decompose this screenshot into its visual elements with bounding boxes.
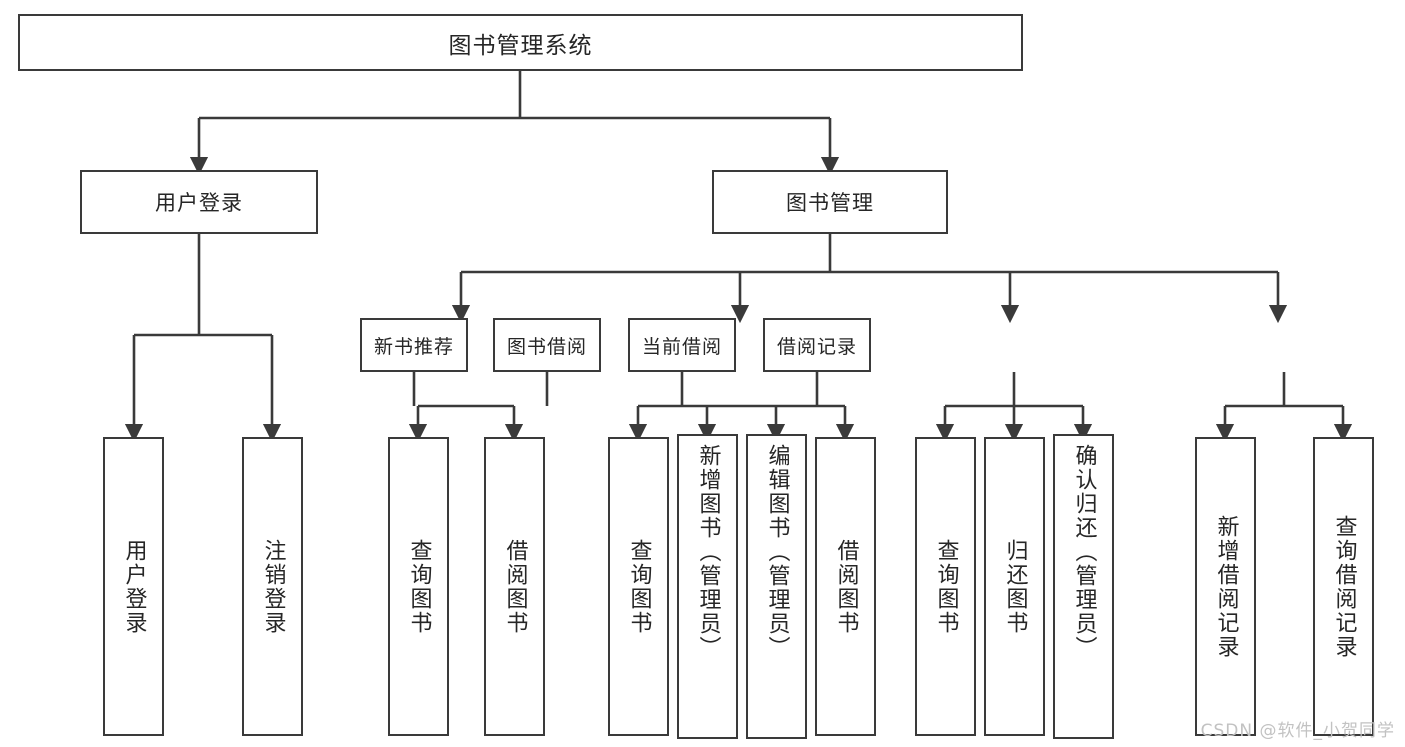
leaf-confirm-return-admin[interactable]: 确认归还（管理员） [1053, 434, 1114, 739]
leaf-query-book-recommend[interactable]: 查询图书 [388, 437, 449, 736]
leaf-query-borrow-record[interactable]: 查询借阅记录 [1313, 437, 1374, 736]
node-root-system[interactable]: 图书管理系统 [18, 14, 1023, 71]
node-new-book-recommend[interactable]: 新书推荐 [360, 318, 468, 372]
node-label: 归还图书 [1002, 538, 1028, 635]
leaf-add-book-admin[interactable]: 新增图书（管理员） [677, 434, 738, 739]
node-label: 用户登录 [155, 191, 243, 215]
node-label: 查询图书 [933, 538, 959, 635]
leaf-user-login[interactable]: 用户登录 [103, 437, 164, 736]
node-label: 图书借阅 [506, 335, 587, 358]
node-label: 注销登录 [260, 538, 286, 635]
node-label: 当前借阅 [641, 335, 722, 358]
node-label: 新书推荐 [373, 335, 454, 358]
node-label: 查询借阅记录 [1331, 514, 1357, 659]
leaf-query-book-borrow[interactable]: 查询图书 [608, 437, 669, 736]
node-book-management[interactable]: 图书管理 [712, 170, 948, 234]
leaf-borrow-book-recommend[interactable]: 借阅图书 [484, 437, 545, 736]
csdn-watermark: CSDN @软件_小贺同学 [1200, 721, 1395, 741]
leaf-query-book-current[interactable]: 查询图书 [915, 437, 976, 736]
leaf-add-borrow-record[interactable]: 新增借阅记录 [1195, 437, 1256, 736]
node-book-borrow[interactable]: 图书借阅 [493, 318, 601, 372]
node-label: 确认归还（管理员） [1071, 444, 1097, 660]
node-label: 查询图书 [626, 538, 652, 635]
node-label: 新增借阅记录 [1213, 514, 1239, 659]
node-label: 借阅图书 [502, 538, 528, 635]
leaf-edit-book-admin[interactable]: 编辑图书（管理员） [746, 434, 807, 739]
node-label: 图书管理 [786, 191, 874, 215]
node-label: 编辑图书（管理员） [764, 444, 790, 660]
node-label: 借阅记录 [776, 335, 857, 358]
node-user-login[interactable]: 用户登录 [80, 170, 318, 234]
leaf-logout[interactable]: 注销登录 [242, 437, 303, 736]
node-current-borrow[interactable]: 当前借阅 [628, 318, 736, 372]
node-label: 用户登录 [121, 538, 147, 635]
leaf-borrow-book[interactable]: 借阅图书 [815, 437, 876, 736]
node-label: 图书管理系统 [448, 32, 593, 59]
node-borrow-record[interactable]: 借阅记录 [763, 318, 871, 372]
node-label: 新增图书（管理员） [695, 444, 721, 660]
node-label: 借阅图书 [833, 538, 859, 635]
node-label: 查询图书 [406, 538, 432, 635]
leaf-return-book[interactable]: 归还图书 [984, 437, 1045, 736]
